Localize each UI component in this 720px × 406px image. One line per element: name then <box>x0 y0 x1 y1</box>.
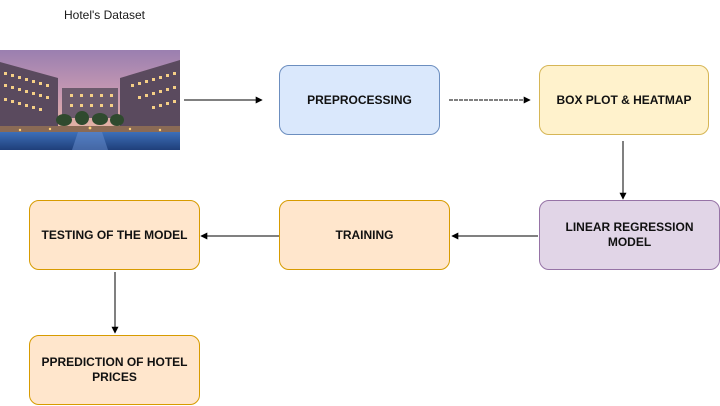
dataset-label: Hotel's Dataset <box>64 8 145 22</box>
boxplot-heatmap-node: BOX PLOT & HEATMAP <box>539 65 709 135</box>
prediction-node: PPREDICTION OF HOTEL PRICES <box>29 335 200 405</box>
linear-regression-node: LINEAR REGRESSION MODEL <box>539 200 720 270</box>
preprocessing-node: PREPROCESSING <box>279 65 440 135</box>
training-node: TRAINING <box>279 200 450 270</box>
hotel-dataset-image <box>0 50 180 150</box>
testing-node: TESTING OF THE MODEL <box>29 200 200 270</box>
